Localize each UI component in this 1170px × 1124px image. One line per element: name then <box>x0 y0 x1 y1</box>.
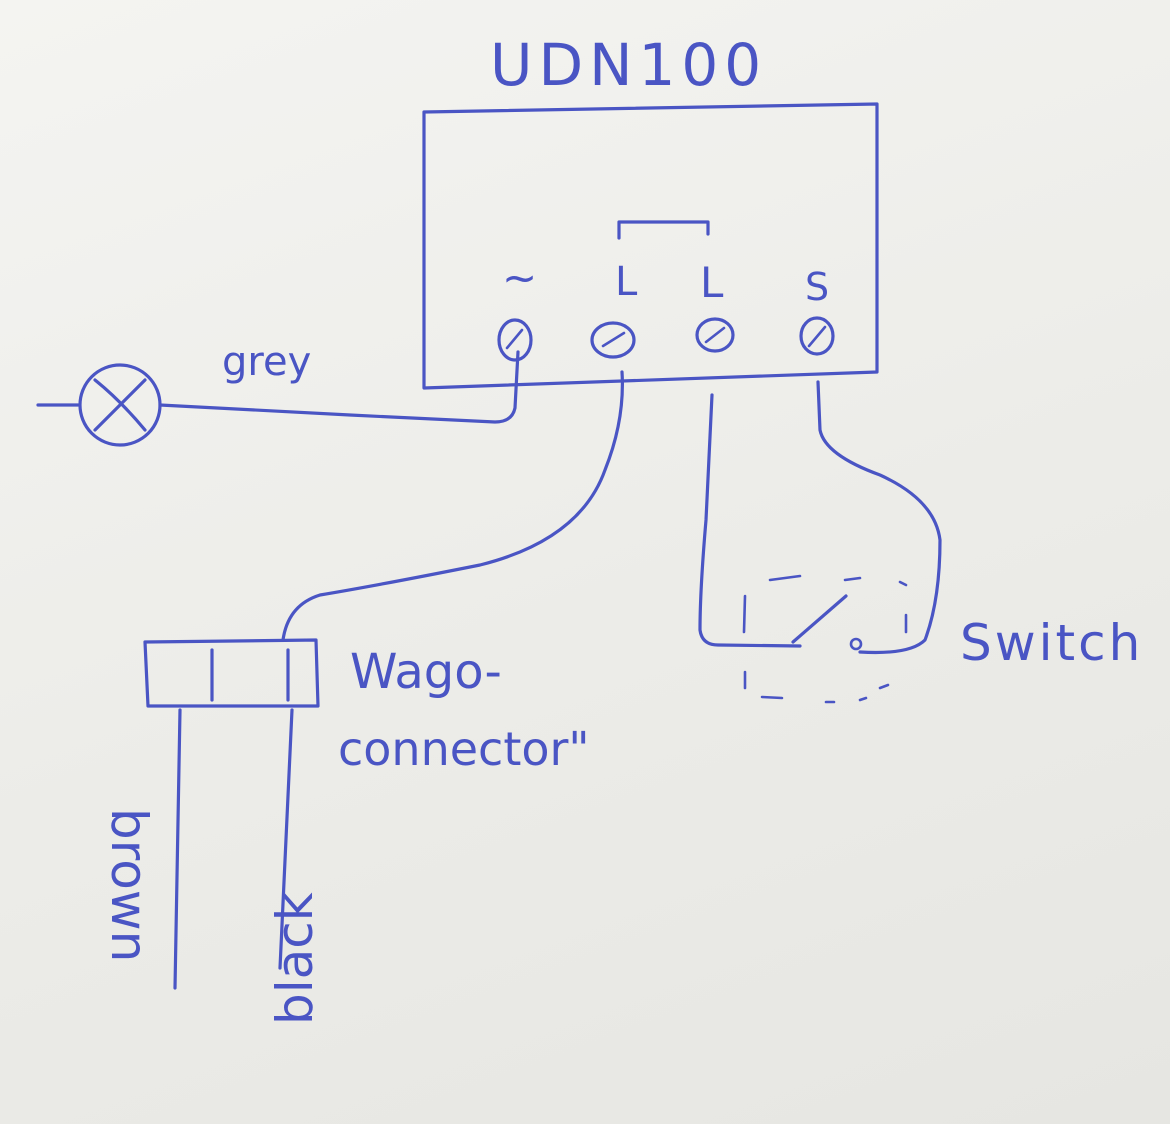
terminal-label-L2: L <box>700 258 724 307</box>
grey-wire-label: grey <box>222 339 311 385</box>
terminal-label-S: S <box>805 265 829 309</box>
switch-return-wire <box>816 380 942 655</box>
switch-symbol-icon <box>742 574 908 704</box>
screw-terminal-icon <box>497 318 533 362</box>
black-wire <box>278 708 294 970</box>
terminal-bridge <box>617 220 710 240</box>
wago-connector <box>143 638 320 708</box>
wago-label-line2: connector" <box>338 722 590 776</box>
device-title: UDN100 <box>490 31 767 99</box>
wago-label-line1: Wago- <box>350 644 502 700</box>
screw-terminal-icon <box>799 316 835 356</box>
device-box <box>422 102 879 390</box>
screw-terminal-icon <box>695 317 735 353</box>
switch-live-wire <box>698 393 802 648</box>
screw-terminal-icon <box>590 321 636 359</box>
grey-wire <box>158 350 520 424</box>
switch-label: Switch <box>960 614 1143 672</box>
black-wire-label: black <box>266 892 324 1025</box>
brown-wire <box>173 708 182 990</box>
terminal-label-neutral: ~ <box>502 253 537 302</box>
lamp-symbol-icon <box>78 363 162 447</box>
live-wire-to-wago <box>281 370 624 642</box>
terminal-label-L1: L <box>615 259 638 305</box>
brown-wire-label: brown <box>100 808 158 962</box>
